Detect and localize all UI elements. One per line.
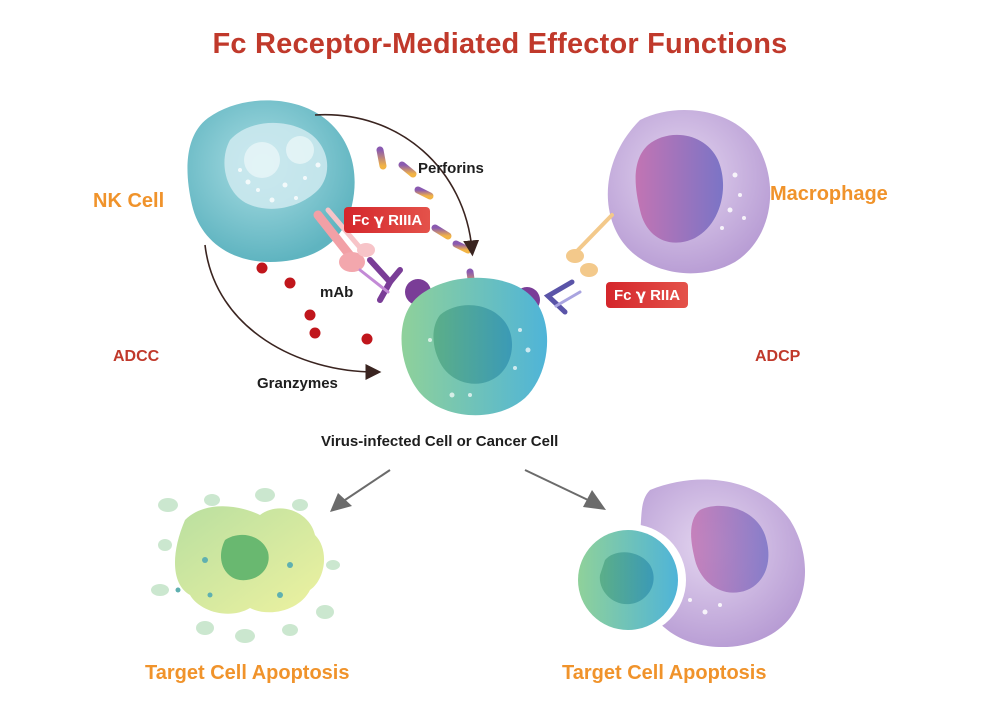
mab-label: mAb [320,284,354,301]
fcgr3a-suffix: RIIIA [383,212,423,229]
fcgr3a-badge: Fc γ RIIIA [344,207,431,233]
fcgr2a-badge: Fc γ RIIA [606,282,689,308]
adcc-label: ADCC [113,348,160,365]
granzyme-arrow [204,244,382,380]
phagocytosis-icon [574,479,806,648]
apoptotic-cell-icon [151,488,340,643]
target-cell-label: Virus-infected Cell or Cancer Cell [321,433,559,450]
fcgr3a-prefix: Fc [352,212,374,229]
nk-cell-icon [187,100,355,262]
nk-cell-label: NK Cell [93,190,165,212]
antibody-icon [358,257,431,305]
granzymes-label: Granzymes [257,375,338,392]
perforins-label: Perforins [418,160,484,177]
adcp-label: ADCP [755,348,801,365]
apoptosis-left-label: Target Cell Apoptosis [145,662,350,684]
perforin-arrow [314,114,480,257]
macrophage-label: Macrophage [770,183,888,205]
diagram-title: Fc Receptor-Mediated Effector Functions [212,28,788,60]
fcgr3a-greek: γ [373,211,384,229]
outcome-arrow-left [330,469,391,512]
macrophage-icon [607,110,771,274]
apoptosis-right-label: Target Cell Apoptosis [562,662,767,684]
fcgr2a-greek: γ [635,286,646,304]
target-cell-icon [401,277,548,416]
fc-receptor-icon [566,213,614,277]
fcgr2a-suffix: RIIA [645,287,681,304]
outcome-arrow-right [524,469,606,510]
fcgr2a-prefix: Fc [614,287,636,304]
